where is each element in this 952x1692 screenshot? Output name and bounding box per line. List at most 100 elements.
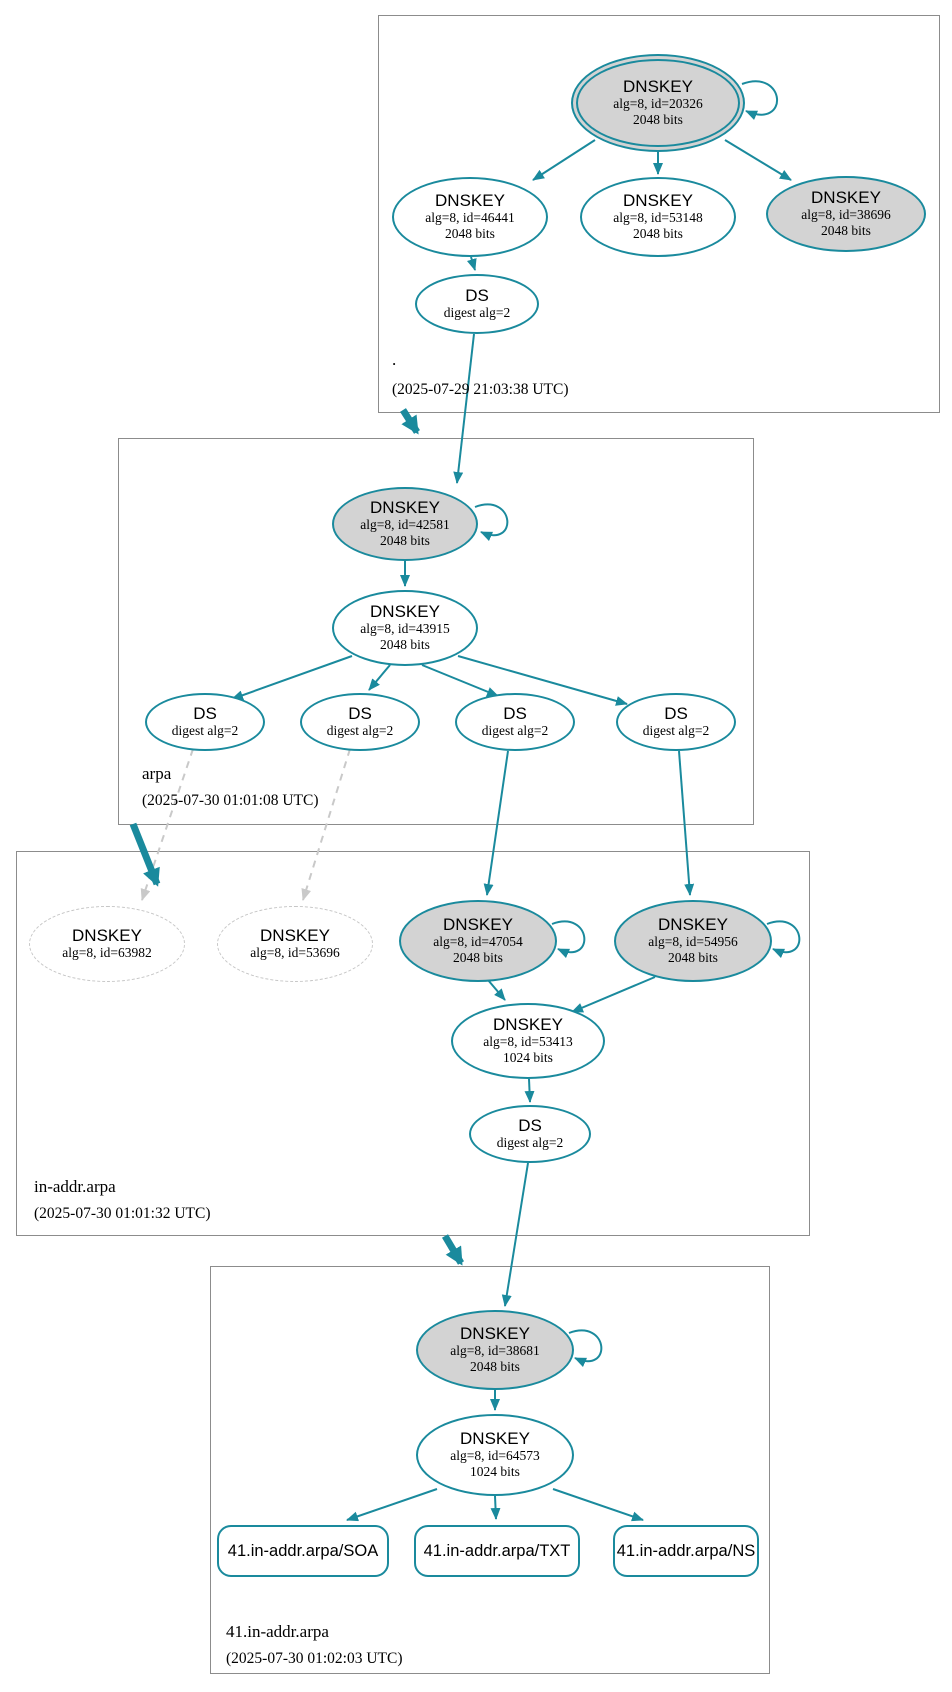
dnskey-43915-node: DNSKEY alg=8, id=43915 2048 bits (332, 590, 478, 666)
node-detail: alg=8, id=64573 (450, 1448, 540, 1464)
dnskey-63982-missing-node: DNSKEY alg=8, id=63982 (29, 906, 185, 982)
ds-root-node: DS digest alg=2 (415, 274, 539, 334)
edge-ds3-47054 (483, 750, 509, 896)
zone-timestamp-41: (2025-07-30 01:02:03 UTC) (226, 1650, 403, 1667)
node-label: DS (193, 703, 217, 723)
node-detail: alg=8, id=20326 (613, 96, 703, 112)
node-bits: 1024 bits (503, 1050, 553, 1066)
node-detail: digest alg=2 (171, 723, 239, 739)
node-bits: 2048 bits (380, 637, 430, 653)
node-detail: alg=8, id=53148 (613, 210, 703, 226)
node-detail: digest alg=2 (642, 723, 710, 739)
node-bits: 2048 bits (821, 223, 871, 239)
edge-43915-ds4 (457, 655, 628, 706)
node-label: DS (518, 1115, 542, 1135)
ds-arpa-node-3: DS digest alg=2 (455, 693, 575, 751)
node-bits: 2048 bits (633, 112, 683, 128)
rrset-label: 41.in-addr.arpa/SOA (227, 1541, 379, 1560)
zone-timestamp-arpa: (2025-07-30 01:01:08 UTC) (142, 792, 319, 809)
node-detail: digest alg=2 (326, 723, 394, 739)
node-bits: 1024 bits (470, 1464, 520, 1480)
dnskey-20326-ksk-node: DNSKEY alg=8, id=20326 2048 bits (571, 54, 745, 152)
dnskey-38696-node: DNSKEY alg=8, id=38696 2048 bits (766, 176, 926, 252)
node-detail: digest alg=2 (443, 305, 511, 321)
zone-name-root: . (392, 350, 397, 369)
node-label: DS (465, 285, 489, 305)
edge-43915-ds3 (421, 664, 499, 697)
delegation-arrow-inaddr-41 (441, 1234, 465, 1266)
node-detail: alg=8, id=46441 (425, 210, 515, 226)
edge-47054-53413 (487, 979, 506, 1001)
edge-64573-ns (552, 1488, 644, 1522)
dnskey-53148-node: DNSKEY alg=8, id=53148 2048 bits (580, 177, 736, 257)
node-label: DNSKEY (623, 76, 693, 96)
node-label: DNSKEY (493, 1014, 563, 1034)
edge-64573-txt (490, 1495, 501, 1520)
edge-inaddrds-38681 (501, 1162, 529, 1307)
delegation-arrow-arpa-inaddr (129, 822, 161, 887)
node-label: DS (348, 703, 372, 723)
node-detail: digest alg=2 (496, 1135, 564, 1151)
edge-ds4-54956 (678, 750, 695, 896)
node-label: DNSKEY (443, 914, 513, 934)
edge-20326-38696 (724, 139, 792, 181)
node-label: DNSKEY (370, 497, 440, 517)
node-detail: alg=8, id=43915 (360, 621, 450, 637)
node-detail: alg=8, id=53413 (483, 1034, 573, 1050)
node-bits: 2048 bits (453, 950, 503, 966)
selfloop-38681 (568, 1329, 603, 1368)
node-label: DNSKEY (658, 914, 728, 934)
node-detail: alg=8, id=53696 (250, 945, 340, 961)
node-bits: 2048 bits (633, 226, 683, 242)
node-detail: alg=8, id=38681 (450, 1343, 540, 1359)
rrset-label: 41.in-addr.arpa/TXT (423, 1541, 571, 1560)
zone-name-arpa: arpa (142, 764, 172, 783)
dnskey-54956-ksk-node: DNSKEY alg=8, id=54956 2048 bits (614, 900, 772, 982)
zone-timestamp-inaddr: (2025-07-30 01:01:32 UTC) (34, 1205, 211, 1222)
edge-46441-ds (466, 256, 477, 271)
zone-timestamp-root: (2025-07-29 21:03:38 UTC) (392, 381, 569, 398)
node-detail: alg=8, id=38696 (801, 207, 891, 223)
rrset-txt-node: 41.in-addr.arpa/TXT (414, 1525, 580, 1577)
dnskey-46441-node: DNSKEY alg=8, id=46441 2048 bits (392, 177, 548, 257)
node-detail: alg=8, id=63982 (62, 945, 152, 961)
node-label: DNSKEY (370, 601, 440, 621)
zone-name-inaddr: in-addr.arpa (34, 1177, 116, 1196)
ds-arpa-node-1: DS digest alg=2 (145, 693, 265, 751)
node-label: DS (664, 703, 688, 723)
node-bits: 2048 bits (380, 533, 430, 549)
node-bits: 2048 bits (470, 1359, 520, 1375)
rrset-ns-node: 41.in-addr.arpa/NS (613, 1525, 759, 1577)
rrset-label: 41.in-addr.arpa/NS (616, 1541, 756, 1560)
edge-43915-ds2 (368, 664, 391, 691)
edge-54956-53413 (571, 976, 656, 1013)
node-label: DNSKEY (623, 190, 693, 210)
node-detail: alg=8, id=47054 (433, 934, 523, 950)
ds-inaddr-node: DS digest alg=2 (469, 1105, 591, 1163)
selfloop-47054 (551, 920, 586, 959)
rrset-soa-node: 41.in-addr.arpa/SOA (217, 1525, 389, 1577)
node-label: DNSKEY (811, 187, 881, 207)
ds-arpa-node-2: DS digest alg=2 (300, 693, 420, 751)
node-label: DNSKEY (460, 1323, 530, 1343)
node-detail: alg=8, id=54956 (648, 934, 738, 950)
edge-53413-ds (524, 1078, 535, 1103)
edge-20326-46441 (532, 139, 596, 181)
edge-43915-ds1 (231, 655, 353, 700)
dnskey-53413-node: DNSKEY alg=8, id=53413 1024 bits (451, 1003, 605, 1079)
node-detail: digest alg=2 (481, 723, 549, 739)
node-label: DNSKEY (72, 925, 142, 945)
node-label: DNSKEY (435, 190, 505, 210)
node-bits: 2048 bits (668, 950, 718, 966)
dnskey-38681-ksk-node: DNSKEY alg=8, id=38681 2048 bits (416, 1310, 574, 1390)
dnskey-53696-missing-node: DNSKEY alg=8, id=53696 (217, 906, 373, 982)
edge-64573-soa (346, 1488, 438, 1522)
node-label: DS (503, 703, 527, 723)
selfloop-42581 (474, 503, 509, 542)
dnskey-64573-node: DNSKEY alg=8, id=64573 1024 bits (416, 1414, 574, 1496)
node-label: DNSKEY (460, 1428, 530, 1448)
node-label: DNSKEY (260, 925, 330, 945)
node-bits: 2048 bits (445, 226, 495, 242)
dnskey-42581-ksk-node: DNSKEY alg=8, id=42581 2048 bits (332, 487, 478, 561)
selfloop-20326 (741, 80, 779, 120)
